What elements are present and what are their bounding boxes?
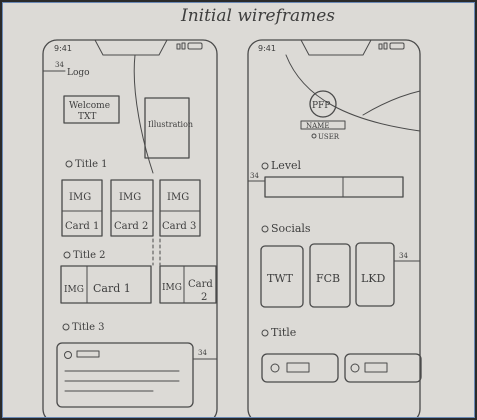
card-frame: [61, 179, 103, 237]
status-icons: [176, 42, 203, 50]
welcome-line1: Welcome: [69, 101, 110, 111]
bottom-card-icon: [270, 363, 280, 373]
social-twitter[interactable]: TWT: [260, 245, 304, 308]
header-curve: [285, 54, 421, 132]
card-frame: [56, 342, 194, 408]
status-time: 9:41: [258, 44, 276, 53]
card-frame: [110, 179, 154, 237]
phone-left: 9:41 34 Logo Welcome TXT Illustration Ti…: [42, 39, 218, 417]
card-img: IMG: [64, 285, 84, 295]
card-frame: [60, 265, 152, 304]
status-time: 9:41: [54, 44, 72, 53]
illustration-box: [144, 97, 190, 159]
card-2[interactable]: IMG Card 2: [110, 179, 154, 237]
bullet-icon: [261, 225, 269, 233]
wifi-icon: [181, 42, 186, 50]
illustration-label: Illustration: [148, 120, 193, 129]
card-label: Card 3: [162, 221, 196, 232]
social-card: [355, 242, 395, 307]
avatar-label: PFP: [312, 101, 330, 111]
welcome-box: [63, 95, 120, 124]
user-label: USER: [318, 133, 340, 141]
social-label: FCB: [316, 272, 340, 285]
page-title: Initial wireframes: [180, 6, 335, 26]
card-img: IMG: [119, 192, 141, 203]
section2-title: Title 2: [73, 250, 106, 261]
card-img: IMG: [69, 192, 91, 203]
phone-right: 9:41 PFP NAME USER Level 34 Socials TWT: [247, 39, 422, 417]
card-label: Card: [188, 279, 213, 290]
card-label-2: 2: [201, 292, 207, 303]
tag-icon: [76, 350, 100, 358]
illustration-curve: [133, 54, 154, 174]
card-1[interactable]: IMG Card 1: [61, 179, 103, 237]
phone-right-frame: [247, 39, 421, 417]
card-img: IMG: [167, 192, 189, 203]
social-linkedin[interactable]: LKD: [355, 242, 395, 307]
list-card[interactable]: [56, 342, 194, 408]
card-img: IMG: [162, 283, 182, 293]
level-bar: [264, 176, 404, 198]
bottom-card-frame: [261, 353, 339, 383]
social-card: [309, 243, 351, 308]
level-title: Level: [271, 159, 302, 172]
battery-icon: [187, 42, 203, 50]
header-curve-2: [362, 90, 421, 116]
card-frame: [159, 265, 217, 304]
user-icon: [311, 133, 317, 139]
battery-icon: [389, 42, 405, 50]
status-icons: [378, 42, 405, 50]
avatar[interactable]: [309, 90, 337, 118]
phone-left-frame: [42, 39, 218, 417]
spacing-label: 34: [198, 349, 207, 357]
logo: Logo: [67, 68, 90, 78]
bullet-icon: [63, 251, 71, 259]
bullet-icon: [62, 323, 70, 331]
card-frame: [159, 179, 201, 237]
card-label: Card 1: [93, 282, 131, 295]
phone-left-notch: [94, 39, 168, 56]
social-facebook[interactable]: FCB: [309, 243, 351, 308]
signal-icon: [176, 43, 181, 50]
signal-icon: [378, 43, 383, 50]
bottom-card-tag: [364, 362, 388, 373]
bottom-card-1[interactable]: [261, 353, 339, 383]
bottom-title: Title: [271, 326, 296, 339]
spacing-label: 34: [55, 61, 64, 69]
bottom-card-tag: [286, 362, 310, 373]
bullet-icon: [65, 160, 73, 168]
wifi-icon: [383, 42, 388, 50]
phone-right-notch: [300, 39, 372, 56]
bottom-card-2[interactable]: [344, 353, 422, 383]
spacing-label: 34: [399, 252, 408, 260]
name-box: [300, 120, 346, 130]
card-3[interactable]: IMG Card 3: [159, 179, 201, 237]
card-wide-2[interactable]: IMG Card 2: [159, 265, 217, 304]
social-card: [260, 245, 304, 308]
name-label: NAME: [306, 122, 329, 130]
card-label: Card 1: [65, 221, 99, 232]
social-label: TWT: [267, 272, 294, 285]
card-wide-1[interactable]: IMG Card 1: [60, 265, 152, 304]
socials-title: Socials: [271, 222, 311, 235]
card-label: Card 2: [114, 221, 148, 232]
wireframe-sketch: Initial wireframes 9:41 34 Logo Welcome …: [42, 6, 422, 417]
avatar-icon: [64, 351, 72, 359]
welcome-line2: TXT: [78, 112, 96, 122]
spacing-label: 34: [250, 172, 259, 180]
bottom-card-frame: [344, 353, 422, 383]
section3-title: Title 3: [72, 322, 105, 333]
social-label: LKD: [361, 272, 386, 285]
bullet-icon: [261, 329, 269, 337]
section1-title: Title 1: [75, 159, 108, 170]
bullet-icon: [261, 162, 269, 170]
bottom-card-icon: [350, 363, 360, 373]
